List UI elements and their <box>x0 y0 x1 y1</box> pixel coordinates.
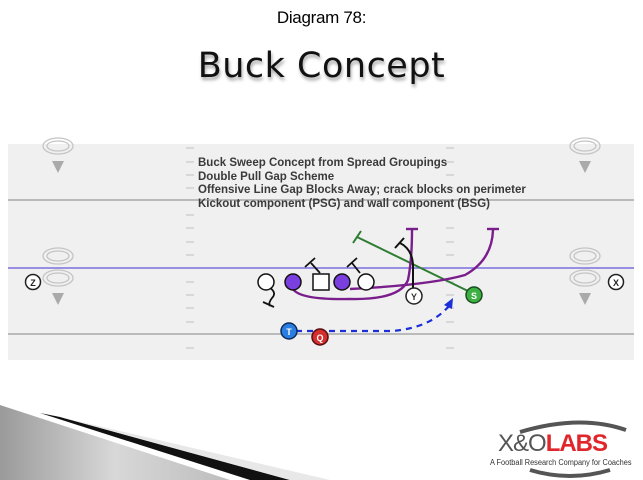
backside-guard-pull-route <box>349 229 495 291</box>
center <box>312 273 330 291</box>
hash-marks <box>186 147 454 349</box>
right-triangle-marker <box>579 161 591 173</box>
note-line: Buck Sweep Concept from Spread Groupings <box>198 157 448 169</box>
note-line: Kickout component (PSG) and wall compone… <box>198 197 490 210</box>
svg-text:S: S <box>471 291 477 301</box>
player-s: S <box>465 286 483 304</box>
motion-route <box>296 305 450 333</box>
left-triangle-marker <box>52 161 64 173</box>
left-sideline-markers <box>42 137 74 287</box>
decorative-swoosh <box>0 405 330 480</box>
right-sideline-markers <box>569 137 601 287</box>
logo-wordmark: X&OLABS <box>498 430 608 457</box>
player-y: Y <box>405 287 423 305</box>
guard-right <box>333 273 351 291</box>
diagram-number: Diagram 78: <box>276 8 367 27</box>
svg-text:Q: Q <box>316 333 323 343</box>
svg-text:X: X <box>613 278 619 288</box>
guard-left <box>284 273 302 291</box>
player-z: Z <box>24 273 42 291</box>
left-triangle-marker <box>52 293 64 305</box>
player-t: T <box>280 322 298 340</box>
football-field <box>8 144 634 360</box>
play-notes: Buck Sweep Concept from Spread Groupings… <box>198 157 526 211</box>
note-line: Double Pull Gap Scheme <box>198 170 335 183</box>
xo-labs-logo: X&OLABS A Football Research Company for … <box>490 418 640 480</box>
note-line: Offensive Line Gap Blocks Away; crack bl… <box>198 184 526 197</box>
tackle-left <box>257 273 275 291</box>
logo-tagline: A Football Research Company for Coaches <box>490 458 632 467</box>
player-x: X <box>607 273 625 291</box>
right-triangle-marker <box>579 293 591 305</box>
slide-title: Buck Concept <box>197 46 446 86</box>
y-block-route <box>399 242 415 290</box>
logo-swoosh-icon <box>519 420 627 478</box>
tackle-right <box>357 273 375 291</box>
playside-guard-pull-route <box>291 229 414 301</box>
svg-text:Y: Y <box>411 292 417 302</box>
player-q: Q <box>311 328 329 346</box>
svg-text:Z: Z <box>30 278 36 288</box>
svg-text:T: T <box>286 327 292 337</box>
